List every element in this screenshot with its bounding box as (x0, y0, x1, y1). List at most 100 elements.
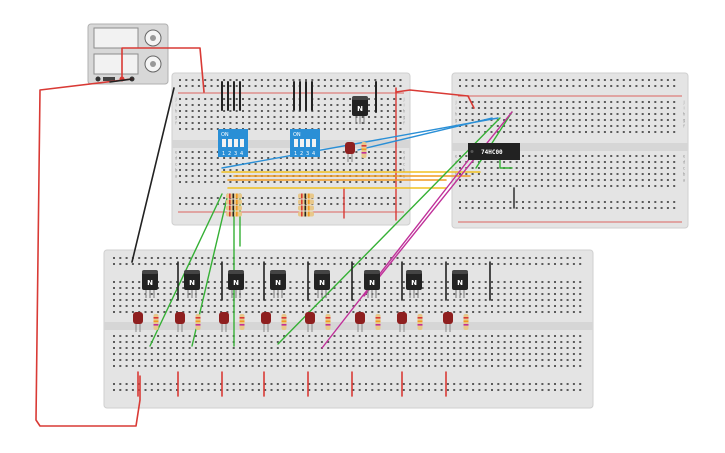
breadboard-hole[interactable] (273, 181, 276, 183)
breadboard-hole[interactable] (547, 113, 550, 115)
breadboard-hole[interactable] (541, 299, 544, 301)
breadboard-hole[interactable] (267, 203, 270, 205)
breadboard-hole[interactable] (270, 305, 273, 307)
breadboard-hole[interactable] (204, 157, 207, 159)
breadboard-hole[interactable] (396, 353, 399, 355)
breadboard-hole[interactable] (415, 383, 418, 385)
breadboard-hole[interactable] (358, 257, 361, 259)
breadboard-hole[interactable] (346, 293, 349, 295)
breadboard-hole[interactable] (559, 167, 562, 169)
breadboard-hole[interactable] (339, 353, 342, 355)
breadboard-hole[interactable] (267, 85, 270, 87)
breadboard-hole[interactable] (522, 353, 525, 355)
breadboard-hole[interactable] (289, 257, 292, 259)
breadboard-hole[interactable] (226, 389, 229, 391)
breadboard-hole[interactable] (213, 293, 216, 295)
wire[interactable] (499, 159, 513, 169)
breadboard-hole[interactable] (534, 179, 537, 181)
breadboard-hole[interactable] (317, 116, 320, 118)
dip-toggle-3[interactable] (234, 139, 238, 147)
breadboard-hole[interactable] (603, 161, 606, 163)
breadboard-hole[interactable] (484, 107, 487, 109)
breadboard-hole[interactable] (528, 85, 531, 87)
breadboard-hole[interactable] (229, 79, 232, 81)
breadboard-hole[interactable] (402, 359, 405, 361)
breadboard-hole[interactable] (355, 151, 358, 153)
breadboard-hole[interactable] (289, 353, 292, 355)
breadboard-hole[interactable] (591, 107, 594, 109)
breadboard-hole[interactable] (210, 116, 213, 118)
breadboard-hole[interactable] (673, 113, 676, 115)
breadboard-hole[interactable] (248, 128, 251, 130)
breadboard-hole[interactable] (352, 383, 355, 385)
breadboard-hole[interactable] (528, 389, 531, 391)
breadboard-hole[interactable] (201, 311, 204, 313)
breadboard-hole[interactable] (560, 335, 563, 337)
breadboard-hole[interactable] (257, 257, 260, 259)
breadboard-hole[interactable] (509, 389, 512, 391)
breadboard-hole[interactable] (295, 353, 298, 355)
breadboard-hole[interactable] (371, 359, 374, 361)
breadboard-hole[interactable] (534, 113, 537, 115)
breadboard-hole[interactable] (210, 128, 213, 130)
breadboard-hole[interactable] (119, 353, 122, 355)
wire[interactable] (363, 111, 513, 297)
breadboard-hole[interactable] (292, 203, 295, 205)
breadboard-hole[interactable] (591, 125, 594, 127)
breadboard-hole[interactable] (465, 113, 468, 115)
breadboard-hole[interactable] (509, 125, 512, 127)
breadboard-hole[interactable] (355, 128, 358, 130)
breadboard-hole[interactable] (490, 179, 493, 181)
breadboard-hole[interactable] (113, 341, 115, 343)
breadboard-hole[interactable] (629, 185, 632, 187)
breadboard-hole[interactable] (465, 347, 468, 349)
breadboard-hole[interactable] (579, 263, 582, 265)
breadboard-hole[interactable] (402, 347, 405, 349)
breadboard-hole[interactable] (273, 79, 276, 81)
breadboard-hole[interactable] (459, 353, 462, 355)
breadboard-hole[interactable] (553, 201, 556, 203)
breadboard-hole[interactable] (547, 347, 550, 349)
breadboard-hole[interactable] (399, 163, 402, 165)
breadboard-hole[interactable] (541, 341, 544, 343)
breadboard-hole[interactable] (585, 79, 587, 81)
breadboard-hole[interactable] (516, 365, 519, 367)
breadboard-hole[interactable] (339, 365, 342, 367)
breadboard-hole[interactable] (535, 305, 538, 307)
breadboard-hole[interactable] (113, 263, 115, 265)
breadboard-hole[interactable] (346, 359, 349, 361)
breadboard-hole[interactable] (629, 79, 632, 81)
breadboard-hole[interactable] (434, 299, 437, 301)
breadboard-hole[interactable] (648, 79, 650, 81)
breadboard-hole[interactable] (603, 173, 606, 175)
breadboard-hole[interactable] (579, 365, 582, 367)
breadboard-hole[interactable] (610, 113, 613, 115)
breadboard-hole[interactable] (572, 263, 575, 265)
breadboard-hole[interactable] (283, 365, 286, 367)
breadboard-hole[interactable] (305, 181, 307, 183)
breadboard-hole[interactable] (157, 335, 160, 337)
breadboard-hole[interactable] (560, 287, 563, 289)
breadboard-hole[interactable] (386, 157, 389, 159)
breadboard-hole[interactable] (515, 119, 518, 121)
breadboard-hole[interactable] (516, 341, 519, 343)
breadboard-hole[interactable] (522, 389, 525, 391)
breadboard-hole[interactable] (374, 122, 377, 124)
breadboard-hole[interactable] (289, 335, 292, 337)
breadboard-hole[interactable] (390, 257, 393, 259)
breadboard-hole[interactable] (597, 155, 600, 157)
breadboard-hole[interactable] (553, 119, 556, 121)
breadboard-hole[interactable] (251, 281, 254, 283)
breadboard-hole[interactable] (534, 201, 537, 203)
breadboard-hole[interactable] (191, 116, 194, 118)
breadboard-hole[interactable] (383, 293, 386, 295)
breadboard-hole[interactable] (302, 365, 304, 367)
breadboard-hole[interactable] (522, 185, 524, 187)
breadboard-hole[interactable] (446, 299, 449, 301)
breadboard-hole[interactable] (163, 359, 166, 361)
breadboard-hole[interactable] (629, 85, 632, 87)
breadboard-hole[interactable] (572, 185, 575, 187)
breadboard-hole[interactable] (179, 128, 181, 130)
breadboard-hole[interactable] (248, 163, 251, 165)
breadboard-hole[interactable] (515, 85, 518, 87)
